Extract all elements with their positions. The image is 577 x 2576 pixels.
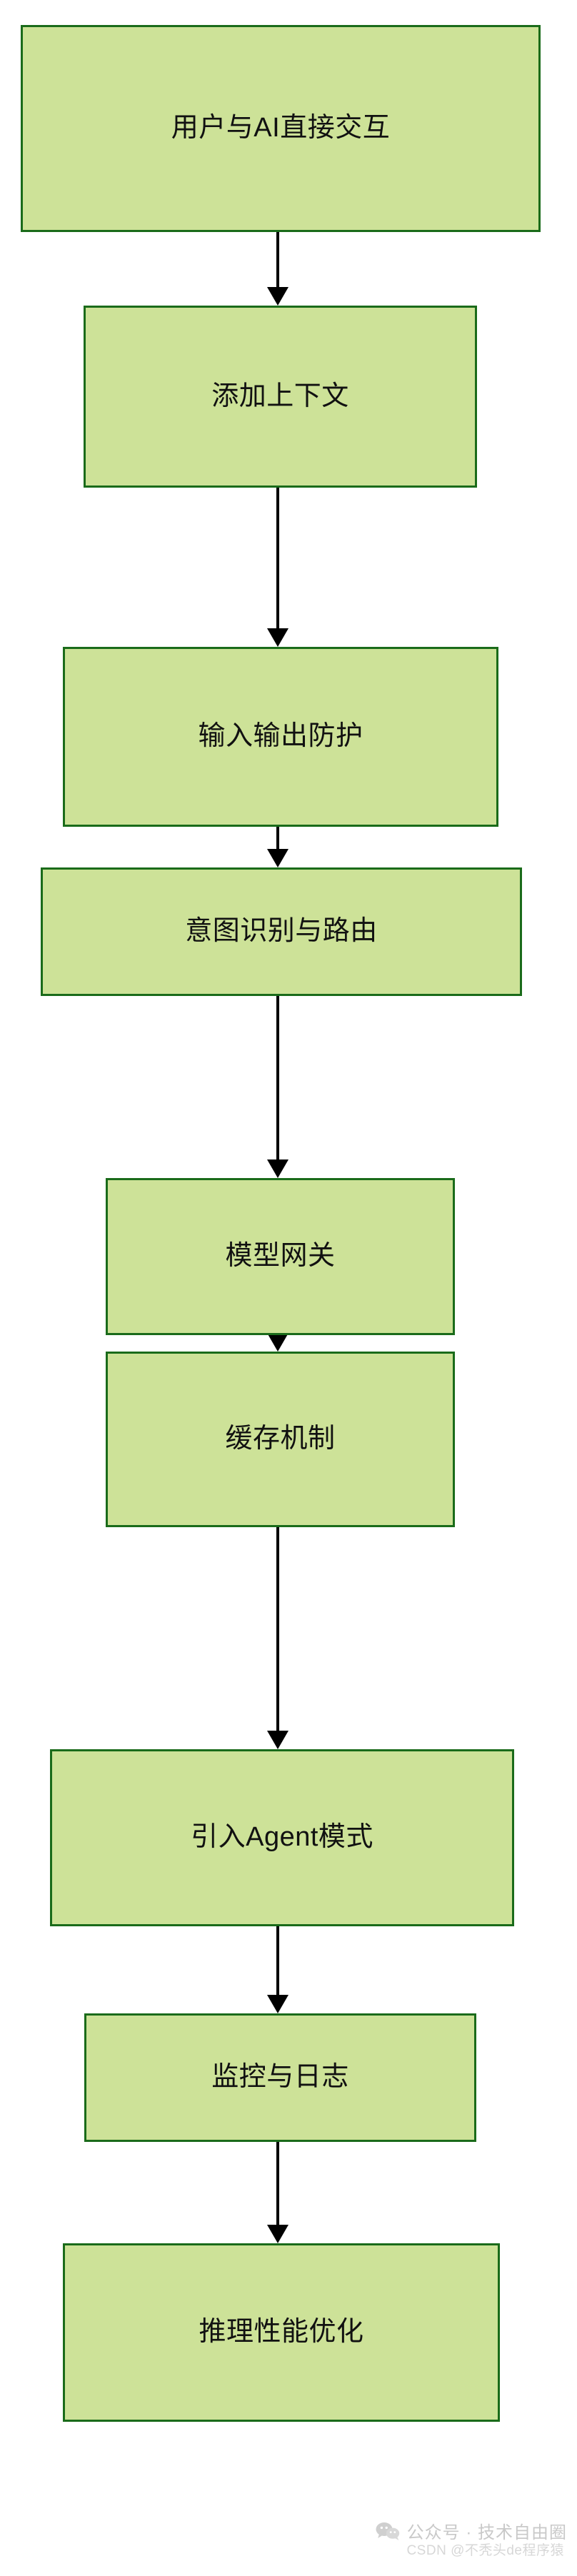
flow-node[interactable]: 监控与日志 bbox=[84, 2013, 476, 2142]
flow-node-label: 监控与日志 bbox=[211, 2062, 349, 2093]
flow-node[interactable]: 用户与AI直接交互 bbox=[21, 25, 541, 232]
flow-node[interactable]: 引入Agent模式 bbox=[50, 1749, 514, 1926]
flow-node[interactable]: 缓存机制 bbox=[106, 1352, 455, 1527]
flow-node[interactable]: 推理性能优化 bbox=[63, 2243, 500, 2422]
flow-node[interactable]: 模型网关 bbox=[106, 1178, 455, 1335]
flow-node[interactable]: 添加上下文 bbox=[84, 306, 477, 488]
flow-node[interactable]: 意图识别与路由 bbox=[41, 867, 522, 996]
flow-node-label: 用户与AI直接交互 bbox=[171, 113, 391, 144]
wechat-icon bbox=[376, 2521, 400, 2541]
watermark-subtext: CSDN @不秃头de程序猿 bbox=[406, 2543, 564, 2558]
flow-node-label: 添加上下文 bbox=[211, 381, 349, 411]
flow-node-label: 输入输出防护 bbox=[198, 721, 363, 752]
flow-node-label: 意图识别与路由 bbox=[185, 916, 378, 947]
flow-node-label: 模型网关 bbox=[225, 1241, 336, 1272]
watermark-text: 公众号 · 技术自由圈 bbox=[406, 2523, 567, 2542]
flow-node-label: 引入Agent模式 bbox=[191, 1822, 373, 1853]
flow-node-label: 推理性能优化 bbox=[199, 2317, 364, 2348]
watermark: 公众号 · 技术自由圈 bbox=[376, 2518, 567, 2543]
flow-node-label: 缓存机制 bbox=[225, 1424, 336, 1454]
flow-node[interactable]: 输入输出防护 bbox=[63, 647, 498, 827]
